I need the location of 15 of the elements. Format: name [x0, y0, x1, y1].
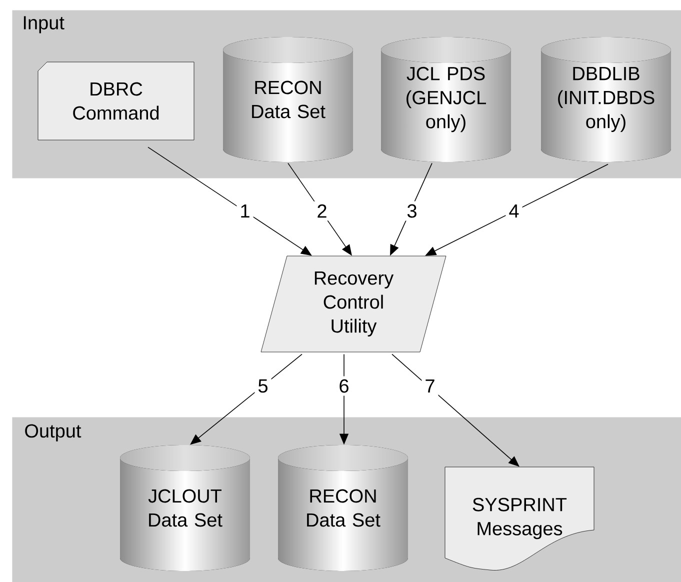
arrow	[190, 354, 302, 445]
data-set-cylinder: RECON Data Set	[278, 445, 408, 571]
edge-label: 1	[236, 201, 254, 221]
edge-label: 3	[404, 201, 420, 221]
edge-label: 2	[314, 201, 330, 221]
arrow	[148, 146, 312, 256]
data-set-cylinder: RECON Data Set	[223, 37, 353, 162]
data-set-cylinder: JCL PDS (GENJCL only)	[381, 37, 511, 162]
edge-label: 5	[254, 376, 272, 396]
data-set-cylinder: DBDLIB (INIT.DBDS only)	[541, 37, 671, 162]
edge-label: 6	[336, 376, 352, 396]
data-set-cylinder: JCLOUT Data Set	[120, 445, 250, 571]
edge-label: 4	[506, 201, 522, 221]
edge-label: 7	[422, 376, 438, 396]
process-parallelogram: Recovery Control Utility	[260, 256, 446, 352]
